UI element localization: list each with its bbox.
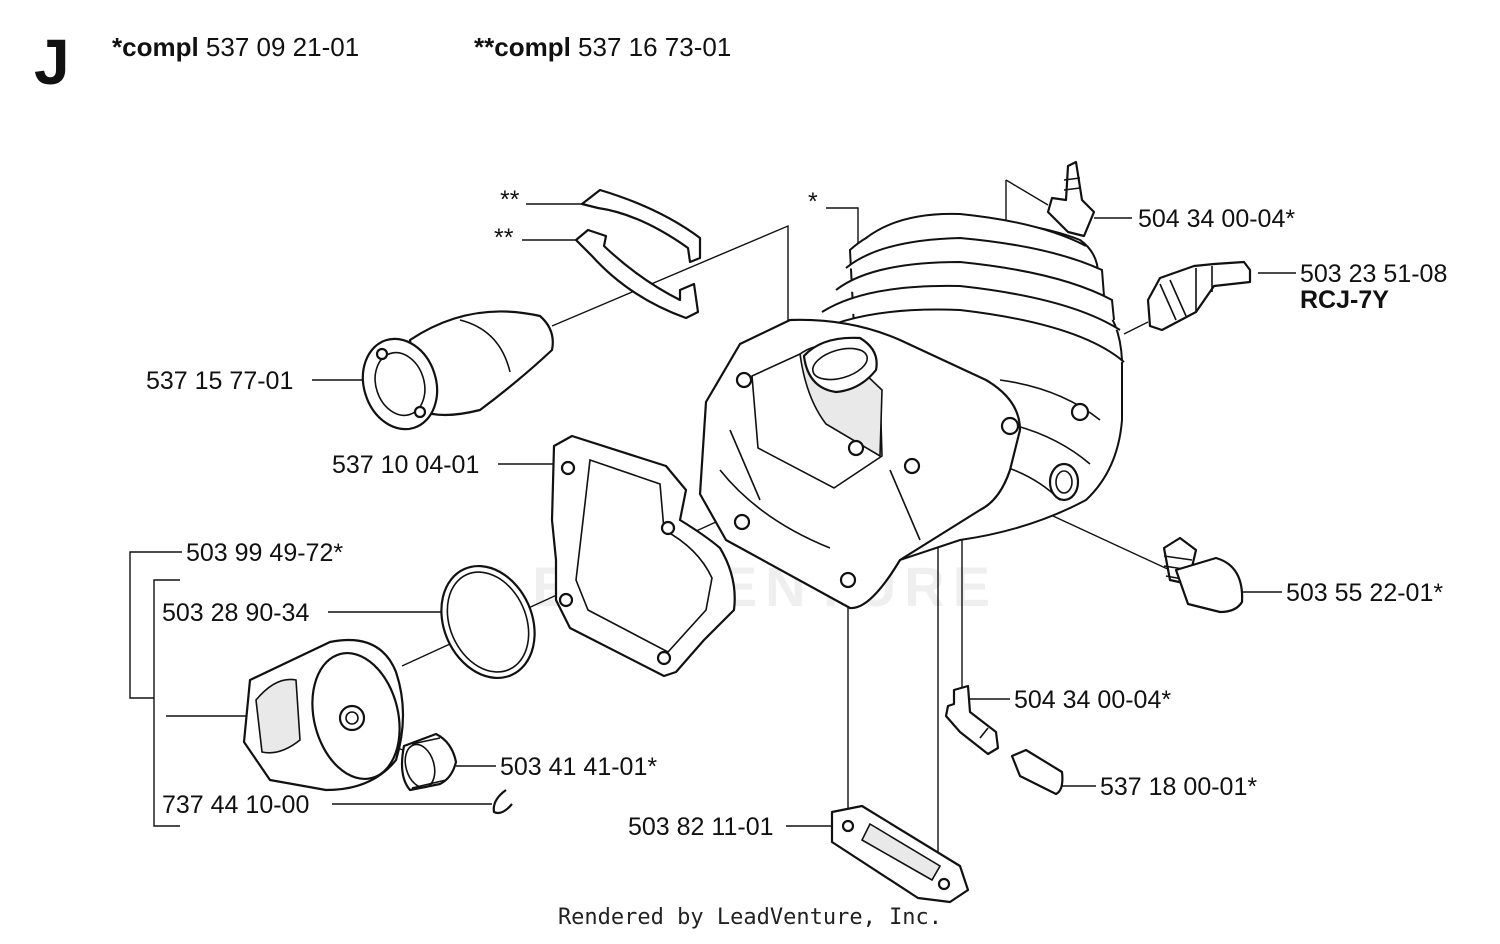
callout-plug-sleeve: 537 18 00-01* (1100, 773, 1257, 801)
needle-bearing (400, 732, 458, 792)
callout-intake-pipe: 537 15 77-01 (146, 367, 293, 395)
callout-spark-plug-type: RCJ-7Y (1300, 286, 1389, 314)
callout-exhaust-gasket: 503 82 11-01 (628, 813, 774, 841)
callout-base-gasket: 537 10 04-01 (332, 451, 479, 479)
callout-fitting-top: 504 34 00-04* (1138, 205, 1295, 233)
fitting-bottom (944, 684, 1000, 756)
kit-prefix: *compl (112, 32, 199, 62)
cylinder (698, 212, 1125, 610)
circlip (492, 789, 513, 815)
callout-circlip: 737 44 10-00 (162, 791, 309, 819)
callout-piston-ring: 503 28 90-34 (162, 599, 309, 627)
kit-number: 537 16 73-01 (578, 32, 732, 62)
callout-piston-kit: 503 99 49-72* (186, 539, 343, 567)
footer-credit: Rendered by LeadVenture, Inc. (557, 905, 943, 930)
base-gasket (550, 434, 736, 678)
plug-sleeve (1010, 748, 1064, 796)
kit-number: 537 09 21-01 (205, 32, 360, 62)
spark-plug (1146, 260, 1252, 332)
callout-cylinder: * (808, 188, 818, 216)
decompression-valve (1162, 536, 1244, 614)
exhaust-gasket (830, 804, 970, 904)
callout-fitting-bottom: 504 34 00-04* (1014, 686, 1171, 714)
callout-decomp-valve: 503 55 22-01* (1286, 579, 1443, 607)
intake-pipe (361, 310, 554, 431)
piston (242, 638, 405, 792)
section-letter: J (34, 26, 70, 98)
piston-ring (440, 564, 536, 680)
callout-labels: ** ** * 504 34 00-04* 503 23 51-08 RCJ-7… (146, 186, 1447, 841)
clip-lower (574, 228, 700, 320)
callout-spark-plug: 503 23 51-08 (1300, 260, 1447, 288)
clip-upper (580, 188, 702, 264)
kit-prefix: **compl (474, 32, 571, 62)
callout-clip-lower: ** (494, 224, 514, 252)
kit-label-double: **compl 537 16 73-01 (474, 32, 731, 63)
callout-needle-bearing: 503 41 41-01* (500, 753, 657, 781)
fitting-top (1046, 160, 1096, 238)
kit-label-single: *compl 537 09 21-01 (112, 32, 359, 63)
callout-clip-upper: ** (500, 186, 520, 214)
